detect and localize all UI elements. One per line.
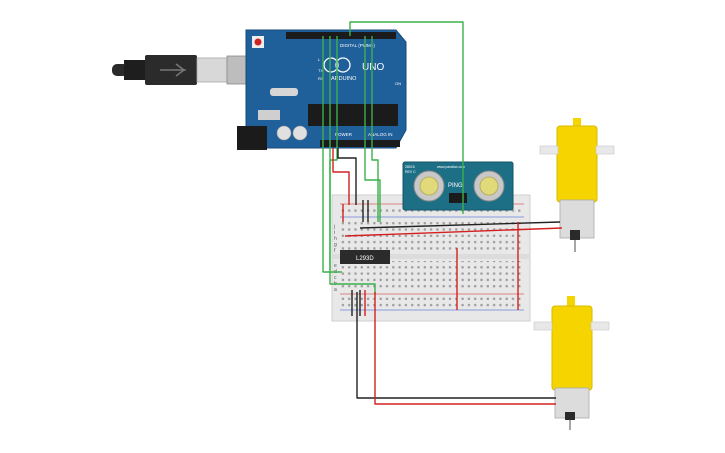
breadboard[interactable]: j i h g f e d c b a L293D (331, 194, 531, 322)
ultrasonic-sensor[interactable]: PING www.parallax.com 28015 REV C (402, 161, 514, 211)
sensor-site-label: www.parallax.com (437, 165, 465, 169)
sensor-rev-label: REV C (405, 170, 416, 174)
wire-black-motor-top (359, 221, 561, 229)
power-jack (237, 126, 267, 150)
wire-red-5v (332, 148, 350, 205)
arduino-model-label: UNO (362, 62, 384, 73)
usb-icon (160, 63, 186, 77)
wire-green-3 (364, 36, 381, 222)
power-analog-header (320, 140, 400, 147)
arduino-brand-label: ARDUINO (331, 76, 357, 82)
analog-label: ANALOG IN (368, 132, 393, 137)
tx-label: TX (318, 68, 323, 73)
row-label-h: h (334, 236, 337, 242)
row-label-i: i (334, 230, 335, 236)
digital-label: DIGITAL (PWM~) (340, 43, 375, 48)
on-label: ON (395, 81, 401, 86)
wires (322, 21, 563, 405)
row-label-f: f (334, 248, 336, 254)
chip-label: L293D (356, 256, 374, 262)
usb-cable[interactable] (112, 55, 268, 85)
arduino-uno[interactable]: ARDUINO UNO DIGITAL (PWM~) POWER ANALOG … (237, 29, 407, 150)
row-label-j: j (333, 224, 335, 230)
wire-green-1 (322, 36, 342, 273)
wire-green-sensor (349, 21, 464, 214)
wire-red-motor-top (344, 227, 563, 237)
row-label-g: g (334, 242, 337, 248)
dc-motor-bottom[interactable] (533, 296, 610, 430)
l293d-chip[interactable] (340, 250, 390, 264)
dc-motor-top[interactable] (539, 118, 615, 252)
power-label: POWER (335, 132, 353, 137)
rx-label: RX (318, 76, 324, 81)
row-label-a: a (334, 287, 337, 293)
row-label-c: c (334, 275, 337, 281)
wire-green-4 (371, 36, 379, 222)
row-label-e: e (334, 263, 337, 269)
wire-black-gnd (337, 148, 357, 205)
sensor-id-label: 28015 (405, 165, 415, 169)
sensor-name-label: PING (448, 183, 463, 189)
digital-header (286, 32, 396, 39)
atmega-chip (308, 104, 398, 126)
wire-black-motor-bottom (356, 292, 556, 399)
led-l-label: L (318, 57, 321, 62)
wire-red-motor-bottom (374, 292, 556, 405)
